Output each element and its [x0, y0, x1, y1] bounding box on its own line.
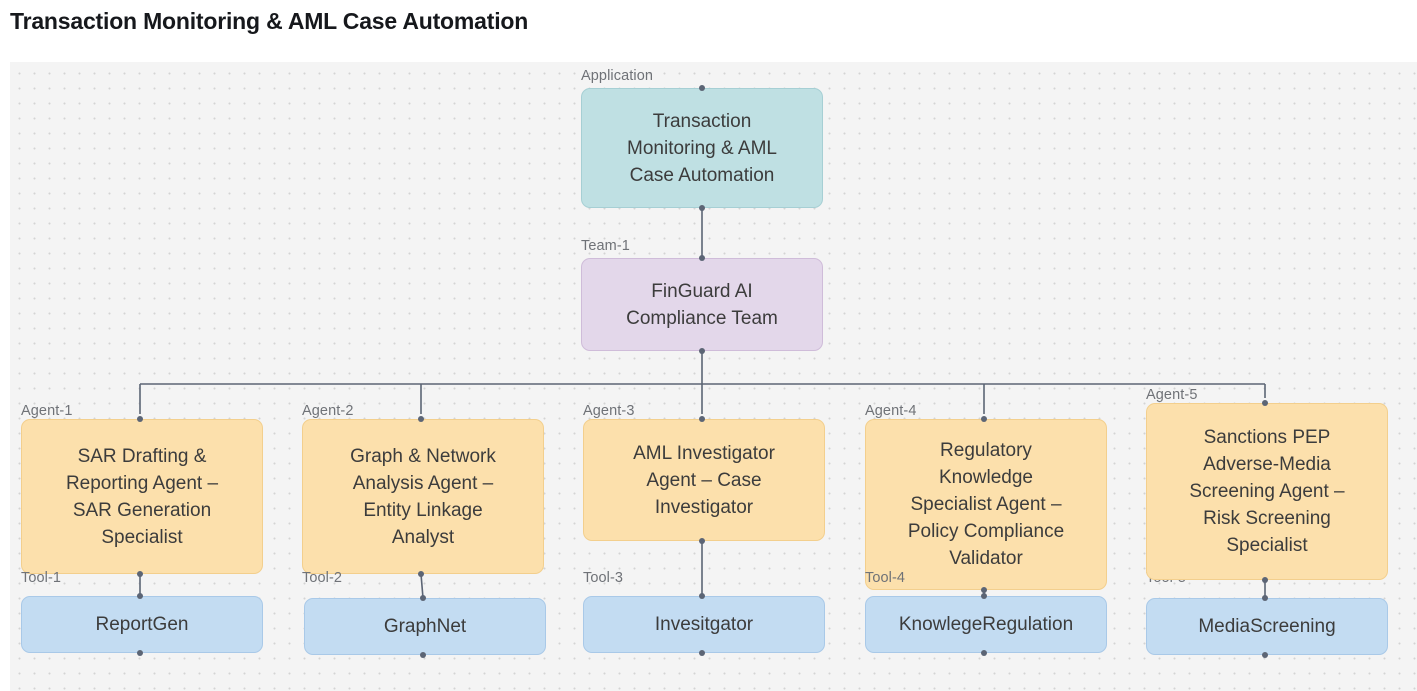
port-agent-3-bottom — [699, 538, 705, 544]
port-application-top — [699, 85, 705, 91]
group-label-agent-2: Agent-2 — [302, 403, 354, 419]
node-agent-4[interactable]: Regulatory Knowledge Specialist Agent – … — [865, 419, 1107, 590]
group-label-application: Application — [581, 68, 654, 84]
node-tool-2[interactable]: GraphNet — [304, 598, 546, 655]
port-agent-1-top — [137, 416, 143, 422]
node-tool-4[interactable]: KnowlegeRegulation — [865, 596, 1107, 653]
port-agent-4-top — [981, 416, 987, 422]
port-tool-4-top — [981, 593, 987, 599]
node-application[interactable]: Transaction Monitoring & AML Case Automa… — [581, 88, 823, 208]
port-application-bottom — [699, 205, 705, 211]
port-tool-2-bottom — [420, 652, 426, 658]
group-label-tool-2: Tool-2 — [302, 570, 343, 586]
port-agent-5-bottom — [1262, 577, 1268, 583]
port-tool-3-top — [699, 593, 705, 599]
port-agent-2-top — [418, 416, 424, 422]
node-agent-3[interactable]: AML Investigator Agent – Case Investigat… — [583, 419, 825, 541]
node-agent-2[interactable]: Graph & Network Analysis Agent – Entity … — [302, 419, 544, 574]
group-label-tool-3: Tool-3 — [583, 570, 624, 586]
port-tool-3-bottom — [699, 650, 705, 656]
group-label-agent-4: Agent-4 — [865, 403, 917, 419]
port-agent-5-top — [1262, 400, 1268, 406]
group-label-tool-1: Tool-1 — [21, 570, 62, 586]
port-agent-1-bottom — [137, 571, 143, 577]
port-tool-1-top — [137, 593, 143, 599]
group-label-tool-4: Tool-4 — [865, 570, 906, 586]
node-tool-1[interactable]: ReportGen — [21, 596, 263, 653]
port-tool-4-bottom — [981, 650, 987, 656]
node-team-1[interactable]: FinGuard AI Compliance Team — [581, 258, 823, 351]
node-tool-5[interactable]: MediaScreening — [1146, 598, 1388, 655]
port-tool-1-bottom — [137, 650, 143, 656]
group-label-agent-1: Agent-1 — [21, 403, 73, 419]
diagram-canvas[interactable]: Application Transaction Monitoring & AML… — [10, 62, 1417, 691]
port-agent-2-bottom — [418, 571, 424, 577]
port-team-1-bottom — [699, 348, 705, 354]
node-agent-1[interactable]: SAR Drafting & Reporting Agent – SAR Gen… — [21, 419, 263, 574]
port-tool-5-bottom — [1262, 652, 1268, 658]
port-agent-4-bottom — [981, 587, 987, 593]
port-team-1-top — [699, 255, 705, 261]
page-title: Transaction Monitoring & AML Case Automa… — [10, 8, 529, 34]
node-agent-5[interactable]: Sanctions PEP Adverse-Media Screening Ag… — [1146, 403, 1388, 580]
node-tool-3[interactable]: Invesitgator — [583, 596, 825, 653]
group-label-team-1: Team-1 — [581, 238, 630, 254]
group-label-agent-5: Agent-5 — [1146, 387, 1198, 403]
port-tool-2-top — [420, 595, 426, 601]
group-label-agent-3: Agent-3 — [583, 403, 635, 419]
port-tool-5-top — [1262, 595, 1268, 601]
port-agent-3-top — [699, 416, 705, 422]
